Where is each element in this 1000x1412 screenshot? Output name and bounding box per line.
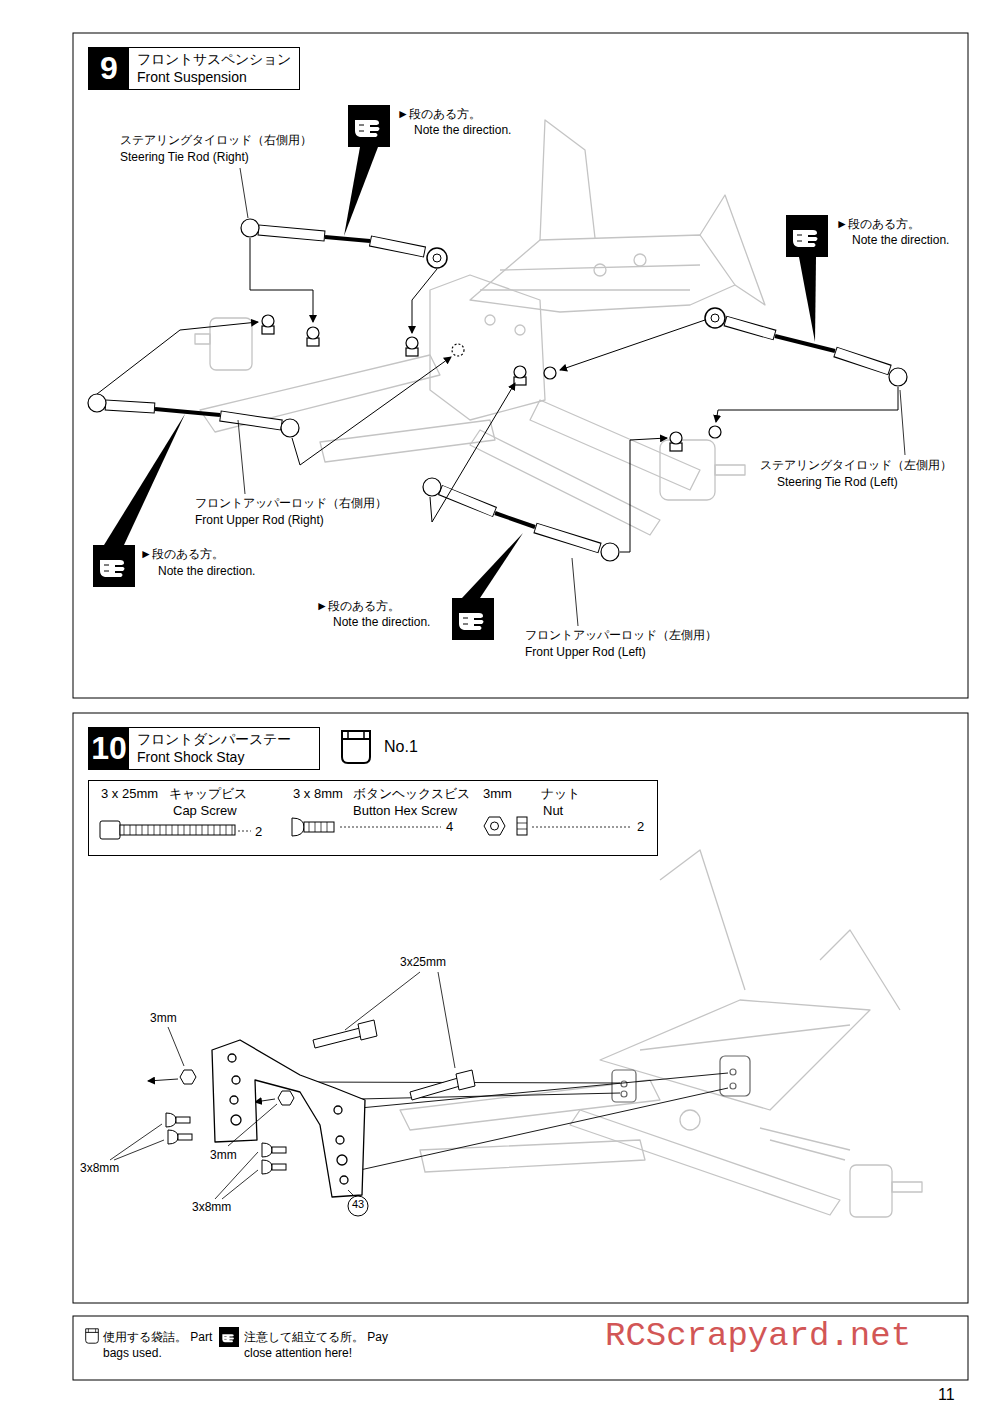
part-name: Front Upper Rod (Left) (525, 645, 646, 659)
note: ►段のある方。 (397, 107, 481, 121)
node-text: 3mm (483, 786, 512, 802)
node-text: Front Shock Stay (137, 749, 244, 766)
attention-icon (93, 545, 135, 587)
front-upper-rod (88, 394, 299, 437)
step-number: 10 (89, 728, 129, 769)
nut (180, 1070, 294, 1105)
node-text: 2 (255, 824, 262, 840)
part-name: ステアリングタイロッド（右側用） (120, 133, 312, 147)
front-upper-rod (423, 478, 619, 561)
node-text: 4 (446, 819, 453, 835)
note: ►段のある方。 (140, 547, 224, 561)
step-number: 9 (89, 48, 129, 89)
part-name: フロントアッパーロッド（左側用） (525, 628, 717, 642)
node-text: 3 x 25mm (101, 786, 158, 802)
assembly-guide (97, 238, 898, 552)
node-text: Nut (543, 803, 563, 819)
node-text: キャップビス (169, 786, 247, 802)
node-text: 3 x 8mm (293, 786, 343, 802)
leader-line (238, 168, 905, 626)
dimension: 3x8mm (192, 1200, 231, 1214)
chassis-outline (400, 850, 922, 1217)
node-text: 2 (637, 819, 644, 835)
cap-screw (313, 1020, 475, 1100)
node-text: Front Suspension (137, 69, 247, 86)
parts-drawings (100, 817, 527, 839)
node-text: Button Hex Screw (353, 803, 457, 819)
part-name: Front Upper Rod (Right) (195, 513, 324, 527)
attention-pointer (104, 147, 816, 598)
ball-stud (262, 315, 721, 451)
part-name: Steering Tie Rod (Right) (120, 150, 249, 164)
note: Note the direction. (414, 123, 511, 137)
legend-bag-icon (86, 1329, 99, 1343)
note: Note the direction. (333, 615, 430, 629)
chassis-outline (195, 120, 765, 535)
panel-frames (73, 33, 968, 1380)
step-header: 9 フロントサスペンションFront Suspension (88, 47, 300, 90)
watermark: RCScrapyard.net (605, 1316, 911, 1357)
callout-circle (348, 1196, 368, 1216)
part-bag: No.1 (336, 727, 426, 767)
legend-text: 注意して組立てる所。 Pay close attention here! (244, 1329, 414, 1361)
steering-tie-rod (241, 219, 447, 268)
note: Note the direction. (158, 564, 255, 578)
node-text: ナット (541, 786, 580, 802)
attention-icon (452, 598, 494, 640)
page-number: 11 (938, 1385, 955, 1404)
node-text: No.1 (384, 737, 418, 756)
button-screw (166, 1113, 286, 1174)
attention-icon (348, 105, 390, 147)
note: ►段のある方。 (316, 599, 400, 613)
callout-number: 43 (348, 1198, 368, 1211)
shock-mount-post (612, 1056, 750, 1102)
shock-stay (212, 1040, 365, 1197)
legend-attention-icon (219, 1327, 239, 1347)
part-name: ステアリングタイロッド（左側用） (760, 458, 952, 472)
legend-text: 使用する袋詰。 Part bags used. (103, 1329, 215, 1361)
dimension: 3x25mm (400, 955, 446, 969)
attention-icon (786, 215, 828, 257)
note: Note the direction. (852, 233, 949, 247)
part-name: Steering Tie Rod (Left) (777, 475, 898, 489)
dimension: 3x8mm (80, 1161, 119, 1175)
dimension: 3mm (210, 1148, 237, 1162)
node-text: フロントダンパーステー (137, 731, 291, 748)
node-text: Cap Screw (173, 803, 237, 819)
part-bag-icon (342, 731, 370, 763)
node-text: フロントサスペンション (137, 51, 291, 68)
part-name: フロントアッパーロッド（右側用） (195, 496, 387, 510)
step-header: 10 フロントダンパーステーFront Shock Stay (88, 727, 320, 770)
dotted-leader (238, 827, 631, 831)
leader-line (110, 972, 455, 1199)
dimension: 3mm (150, 1011, 177, 1025)
node-text: ボタンヘックスビス (353, 786, 470, 802)
parts-box: 3 x 25mm キャップビスCap Screw 2 3 x 8mm ボタンヘックスビス… (88, 780, 658, 856)
note: ►段のある方。 (836, 217, 920, 231)
steering-tie-rod (705, 308, 907, 386)
